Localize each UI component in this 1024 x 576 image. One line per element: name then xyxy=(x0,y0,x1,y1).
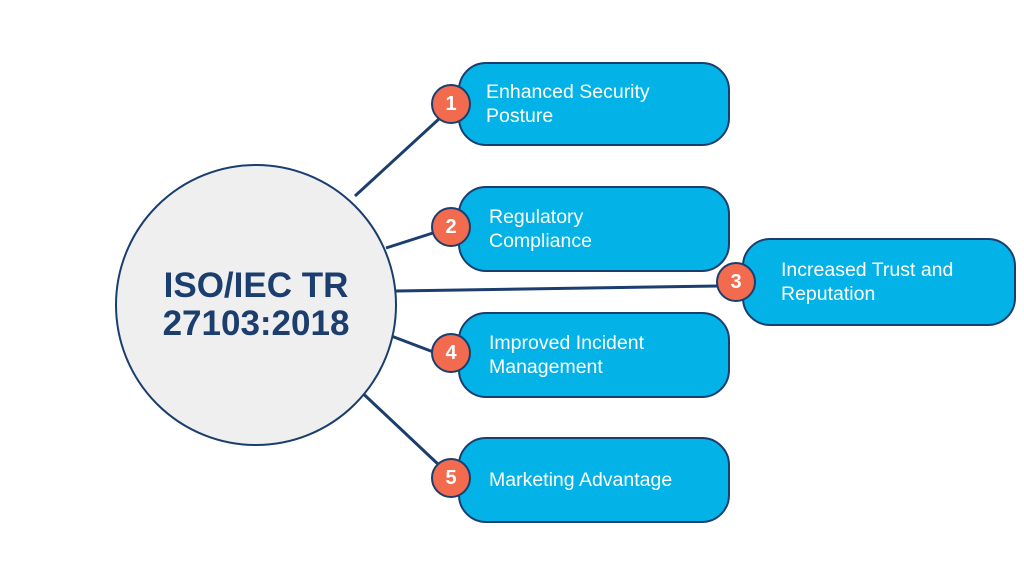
benefit-2-line-1: Regulatory xyxy=(489,206,584,228)
benefit-4-line-2: Management xyxy=(489,356,603,378)
badge-number-4: 4 xyxy=(431,333,471,373)
badge-number-1: 1 xyxy=(431,84,471,124)
connector-4 xyxy=(385,332,437,355)
benefit-pill-3: Increased Trust and Reputation xyxy=(742,238,1016,326)
benefit-4-line-1: Improved Incident xyxy=(489,332,645,354)
connector-1 xyxy=(353,116,442,198)
benefit-1-line-1: Enhanced Security xyxy=(486,81,650,103)
benefit-pill-5: Marketing Advantage xyxy=(458,437,730,523)
benefit-pill-4: Improved Incident Management xyxy=(458,312,730,398)
badge-number-3: 3 xyxy=(716,262,756,302)
connector-5 xyxy=(353,384,442,468)
center-title-line-1: ISO/IEC TR xyxy=(163,266,349,305)
benefit-pill-2: Regulatory Compliance xyxy=(458,186,730,272)
benefit-5-line-1: Marketing Advantage xyxy=(489,469,673,491)
benefit-2-line-2: Compliance xyxy=(489,230,592,252)
badge-number-5: 5 xyxy=(431,458,471,498)
center-title-line-2: 27103:2018 xyxy=(162,304,350,343)
benefit-3-line-2: Reputation xyxy=(781,283,876,305)
connector-2 xyxy=(385,230,437,250)
benefit-3-line-1: Increased Trust and xyxy=(781,259,954,281)
badge-number-2: 2 xyxy=(431,207,471,247)
benefit-pill-1: Enhanced Security Posture xyxy=(458,62,730,146)
benefit-1-line-2: Posture xyxy=(486,105,554,127)
central-standard-circle: ISO/IEC TR 27103:2018 xyxy=(115,164,397,446)
connector-3 xyxy=(395,284,719,293)
